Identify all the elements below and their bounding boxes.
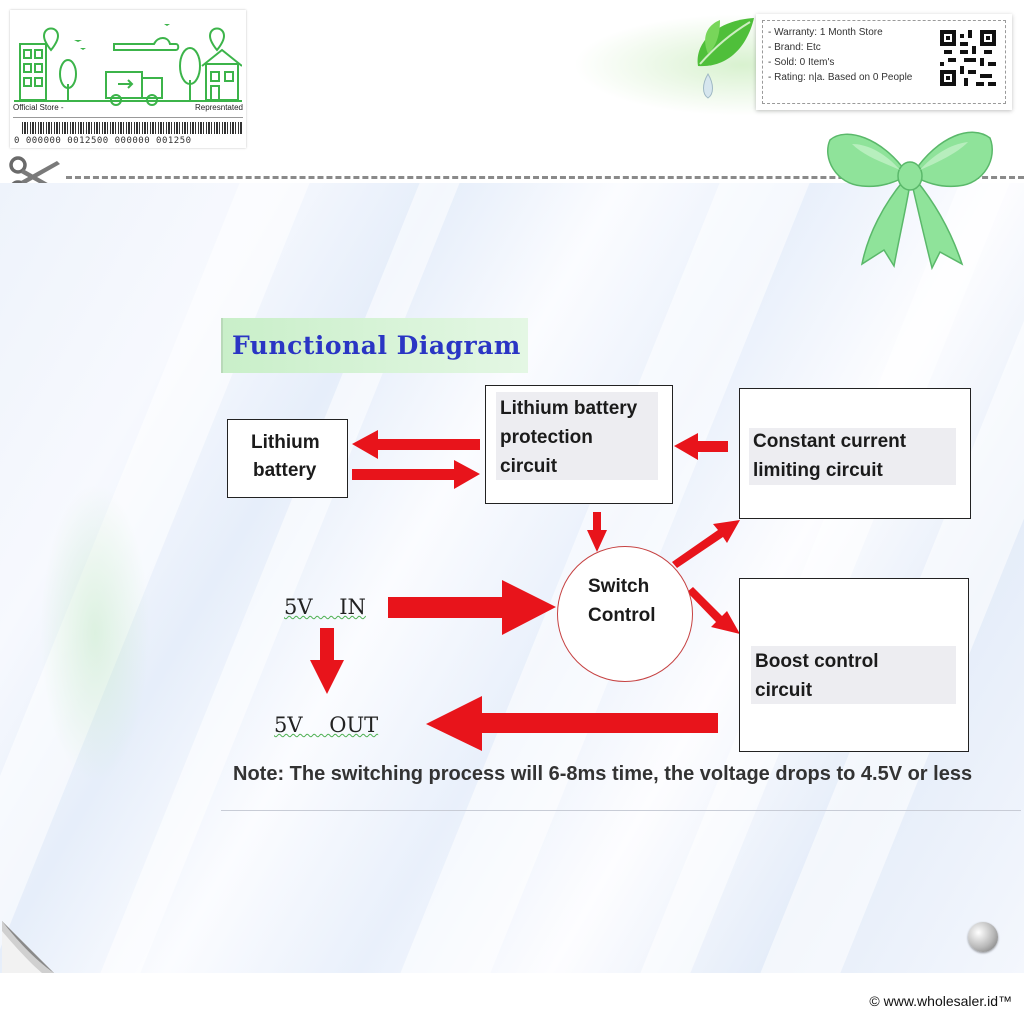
corner-button[interactable] <box>968 922 998 952</box>
constant-current-line-1: Constant current <box>753 431 907 452</box>
note-divider <box>221 810 1021 811</box>
qr-code-icon <box>940 30 996 86</box>
diagram-title: Functional Diagram <box>232 331 521 360</box>
boost-control-line-2: circuit <box>755 680 813 701</box>
copyright-text: © www.wholesaler.id™ <box>869 993 1012 1009</box>
input-label: 5V IN <box>284 595 366 619</box>
lithium-battery-box <box>227 419 348 498</box>
note-text: Note: The switching process will 6-8ms t… <box>233 763 973 785</box>
warranty-text: - Warranty: 1 Month Store <box>768 27 883 38</box>
arrow-switch-to-boost <box>687 587 740 634</box>
arrow-to-battery <box>352 430 480 459</box>
info-card: - Warranty: 1 Month Store - Brand: Etc -… <box>756 14 1012 110</box>
switch-control-circle <box>557 546 693 682</box>
store-labels: Official Store - Represntated <box>13 103 243 118</box>
title-background <box>221 318 528 373</box>
page-curl-icon <box>2 921 54 973</box>
constant-current-line-2: limiting circuit <box>753 460 883 481</box>
boost-control-line-1: Boost control <box>755 651 879 672</box>
switch-control-line-2: Control <box>588 605 656 626</box>
rating-text: - Rating: n|a. Based on 0 People <box>768 72 913 83</box>
protection-line-1: Lithium battery <box>500 398 638 419</box>
boost-text-shade <box>751 646 956 704</box>
switch-control-line-1: Switch <box>588 576 650 597</box>
protection-text-shade <box>496 392 658 480</box>
brand-text: - Brand: Etc <box>768 42 821 53</box>
green-glow <box>40 483 150 783</box>
cut-line <box>66 176 1024 179</box>
arrow-protection-to-switch <box>587 512 607 552</box>
arrow-to-protection <box>352 460 480 489</box>
city-illustration <box>14 24 242 106</box>
leaf-icon <box>697 18 754 99</box>
arrow-input-to-switch <box>388 580 556 635</box>
output-label: 5V OUT <box>274 713 379 737</box>
barcode-number: 0 000000 0012500 000000 001250 <box>14 136 192 146</box>
protection-line-2: protection <box>500 427 593 448</box>
bow-icon <box>827 131 993 270</box>
constant-current-text-shade <box>749 428 956 485</box>
lithium-battery-line-1: Lithium <box>251 432 320 453</box>
represented-label: Represntated <box>194 103 243 112</box>
arrow-boost-to-output <box>426 696 718 751</box>
barcode <box>22 122 242 134</box>
lithium-battery-line-2: battery <box>253 460 317 481</box>
info-card-border <box>762 20 1006 104</box>
arrow-in-to-out <box>310 628 344 694</box>
arrow-from-constant-current <box>674 433 728 460</box>
store-card: Official Store - Represntated 0 000000 0… <box>10 10 246 148</box>
protection-line-3: circuit <box>500 456 558 477</box>
arrow-switch-to-constant-current <box>672 520 740 568</box>
sold-text: - Sold: 0 Item's <box>768 57 835 68</box>
official-store-label: Official Store - <box>13 103 64 112</box>
